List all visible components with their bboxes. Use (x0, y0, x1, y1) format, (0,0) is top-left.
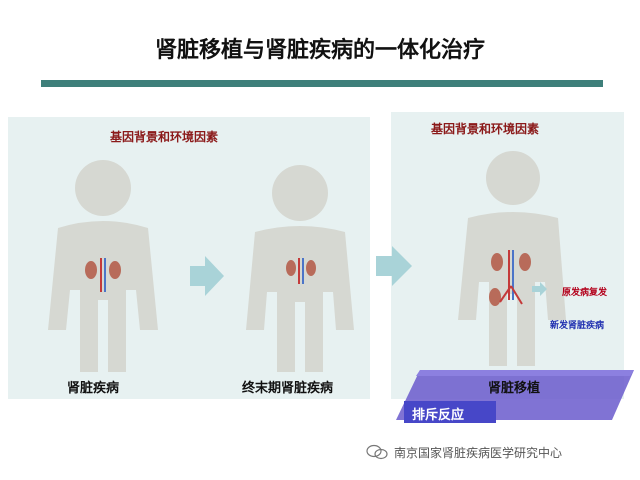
human-figure-1 (48, 160, 158, 372)
new-onset-label: 新发肾脏疾病 (550, 321, 605, 331)
left-panel-heading: 基因背景和环境因素 (110, 130, 219, 144)
transplant-label: 肾脏移植 (488, 381, 541, 396)
arrow-right-icon-2 (376, 246, 412, 286)
human-figure-2 (246, 165, 354, 372)
wechat-icon (366, 444, 388, 460)
arrow-right-icon-1 (190, 256, 224, 296)
title-underline (41, 80, 603, 87)
watermark-text: 南京国家肾脏疾病医学研究中心 (394, 445, 563, 460)
watermark: 南京国家肾脏疾病医学研究中心 (366, 441, 562, 463)
rejection-box: 排斥反应 (404, 401, 496, 423)
page-title: 肾脏移植与肾脏疾病的一体化治疗 (154, 37, 485, 63)
figure-label-esrd: 终末期肾脏疾病 (242, 381, 334, 396)
kidney-transplant-icon (489, 250, 531, 306)
recurrence-label: 原发病复发 (562, 288, 608, 298)
kidney-icon-2 (286, 258, 316, 284)
rejection-label: 排斥反应 (412, 408, 465, 423)
small-arrow-icon (532, 282, 547, 296)
figure-label-kidney-disease: 肾脏疾病 (67, 381, 120, 396)
right-panel-heading: 基因背景和环境因素 (431, 122, 540, 136)
kidney-icon-1 (85, 258, 121, 292)
